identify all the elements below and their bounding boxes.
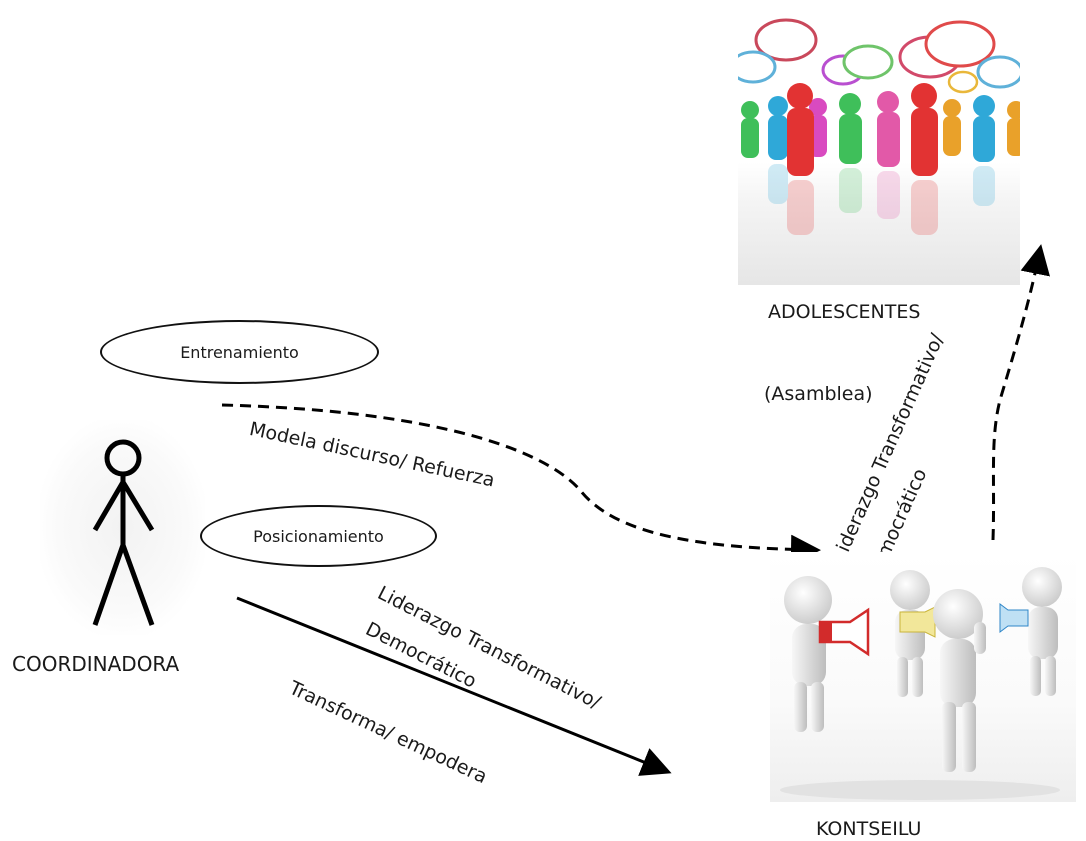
council-image (770, 552, 1076, 802)
training-label: Entrenamiento (180, 342, 299, 362)
council-label: KONTSEILU (816, 818, 922, 840)
dashed-arrow-to-adolescents (991, 244, 1050, 541)
people-megaphones-icon (780, 567, 1062, 800)
positioning-ellipse: Posicionamiento (200, 505, 437, 567)
crowd-icon (738, 18, 1020, 235)
assembly-label: (Asamblea) (764, 383, 873, 405)
solid-arrow-to-council (236, 596, 672, 776)
adolescents-label: ADOLESCENTES (768, 301, 921, 323)
dashed-arrow-to-council (221, 403, 821, 565)
adolescents-image (738, 12, 1020, 285)
coordinator-figure (40, 420, 205, 635)
positioning-label: Posicionamiento (253, 526, 384, 546)
coordinator-label: COORDINADORA (12, 652, 180, 676)
training-ellipse: Entrenamiento (100, 320, 379, 384)
stick-person-icon (92, 439, 155, 626)
